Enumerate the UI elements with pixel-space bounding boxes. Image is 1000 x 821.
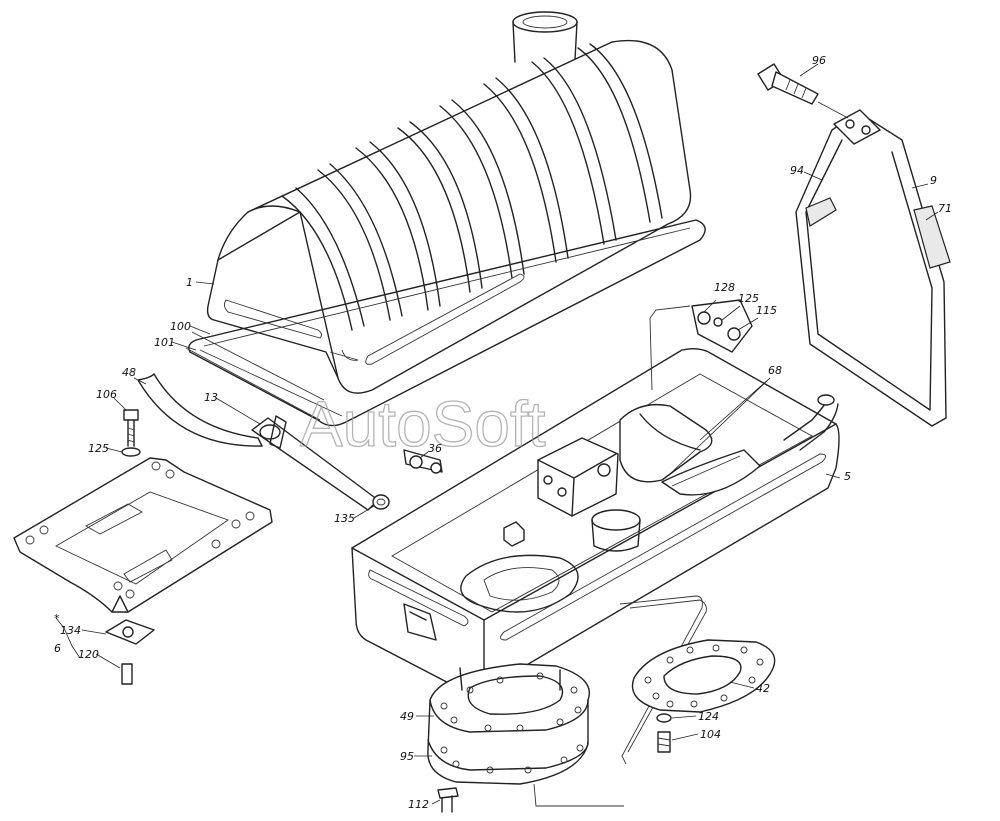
clamp-strip <box>137 373 263 447</box>
callout-134: 134 <box>60 624 81 637</box>
callout-100: 100 <box>170 320 191 333</box>
tank-tray <box>351 317 840 765</box>
mount-bracket-128 <box>649 299 753 353</box>
callout-135: 135 <box>334 512 355 525</box>
tank-cover <box>188 11 706 427</box>
callout-101: 101 <box>154 336 175 349</box>
callout-112: 112 <box>408 798 429 811</box>
callout-48: 48 <box>122 366 136 379</box>
callout-128: 128 <box>714 281 735 294</box>
callout-68: 68 <box>768 364 782 377</box>
callout-42: 42 <box>756 682 770 695</box>
cover-gasket <box>185 331 325 421</box>
flange-stack <box>427 663 624 807</box>
callout-36: 36 <box>428 442 442 455</box>
callout-124: 124 <box>698 710 719 723</box>
callout-95: 95 <box>400 750 414 763</box>
leader-lines <box>55 63 939 805</box>
callout-125-left: 125 <box>88 442 109 455</box>
callout-49: 49 <box>400 710 414 723</box>
callout-120: 120 <box>78 648 99 661</box>
screw-112 <box>437 787 459 813</box>
callout-1: 1 <box>186 276 193 289</box>
callout-13: 13 <box>204 391 218 404</box>
callout-9: 9 <box>930 174 937 187</box>
fitting-36 <box>403 449 443 474</box>
gasket-42 <box>631 639 776 713</box>
callout-5: 5 <box>844 470 851 483</box>
tank-strap <box>757 63 951 427</box>
callout-125-right: 125 <box>738 292 759 305</box>
callout-94: 94 <box>790 164 804 177</box>
ring-135 <box>372 494 390 510</box>
callout-96: 96 <box>812 54 826 67</box>
callout-labels: 1 100 101 48 106 125 13 36 135 128 125 1… <box>54 54 952 811</box>
callout-6: 6 <box>54 642 61 655</box>
callout-115: 115 <box>756 304 777 317</box>
bolt-104 <box>656 713 672 753</box>
bolt-106 <box>121 409 141 457</box>
callout-104: 104 <box>700 728 721 741</box>
plate-134 <box>105 619 155 685</box>
callout-71: 71 <box>938 202 952 215</box>
callout-star: * <box>54 612 60 625</box>
bracket-6 <box>13 457 273 613</box>
callout-106: 106 <box>96 388 117 401</box>
watermark: AutoSoft <box>300 388 546 460</box>
